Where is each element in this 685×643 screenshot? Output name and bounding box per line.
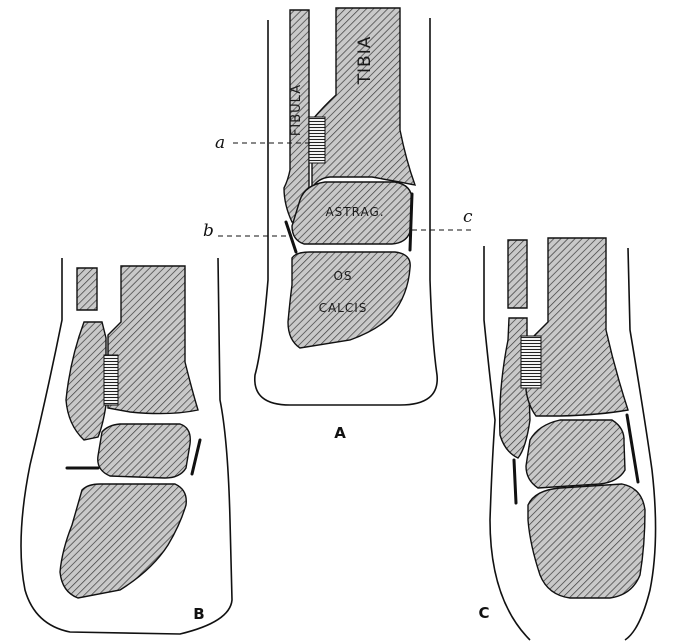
marker-b: b (203, 221, 214, 241)
panel-b-ligament-medial (192, 440, 200, 474)
panel-c-astragalus (526, 420, 625, 488)
figure-label-b: B (193, 605, 204, 623)
panel-b-fibula-upper (77, 268, 97, 310)
panel-c-ligament-medial (627, 415, 638, 482)
panel-b-fibula-lower (66, 322, 106, 440)
figure-label-c: C (478, 604, 489, 622)
marker-c: c (463, 207, 473, 227)
label-tibia: TIBIA (355, 36, 375, 86)
label-os-calcis-1: OS (333, 269, 352, 283)
panel-c-ligament-lateral (514, 460, 516, 503)
panel-b-astragalus (98, 424, 191, 478)
panel-a-os-calcis (288, 252, 410, 348)
panel-c-ligament (521, 336, 541, 388)
panel-b-tibia (108, 266, 198, 414)
panel-a-ligament-a (309, 117, 325, 163)
panel-b-ligament (104, 355, 118, 405)
label-fibula: FIBULA (289, 84, 304, 136)
figure-label-a: A (334, 424, 346, 442)
panel-c: C (478, 238, 655, 640)
marker-a: a (215, 133, 225, 153)
panel-c-os-calcis (528, 484, 645, 598)
panel-c-tibia (526, 238, 628, 416)
panel-a: FIBULA TIBIA ASTRAG. OS CALCIS a b c A (203, 8, 473, 442)
panel-a-ligament-c (410, 194, 412, 250)
panel-a-tibia (312, 8, 415, 188)
panel-b-os-calcis (60, 484, 186, 598)
panel-c-fibula-upper (508, 240, 527, 308)
label-astragalus: ASTRAG. (325, 205, 384, 219)
label-os-calcis-2: CALCIS (319, 301, 368, 315)
panel-b: B (21, 258, 232, 634)
